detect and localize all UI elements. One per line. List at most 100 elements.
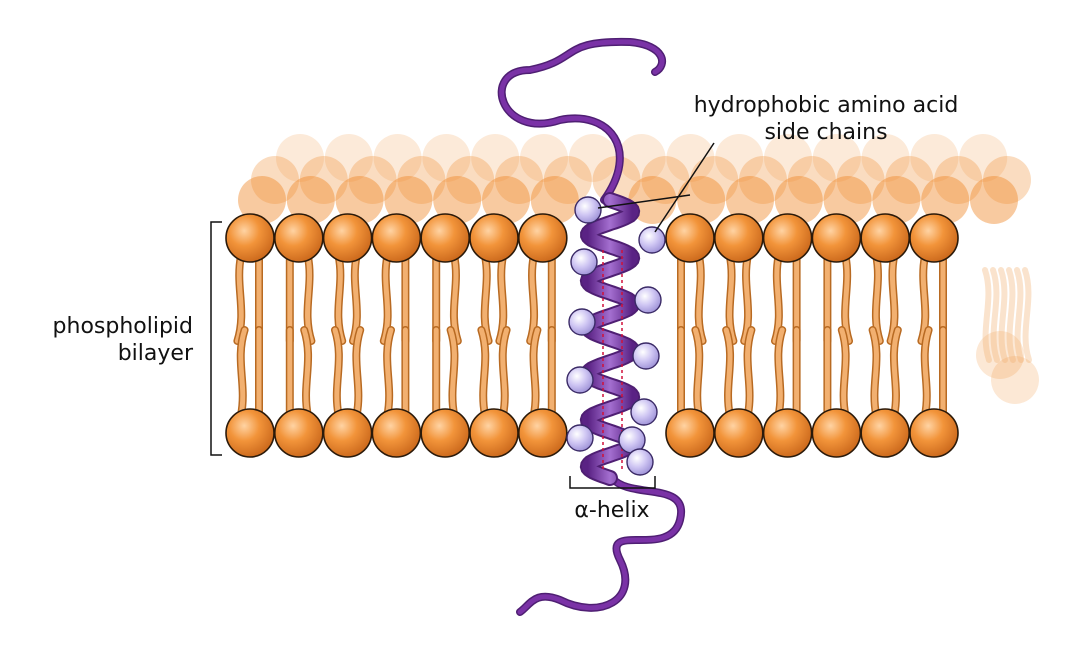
back-head-top <box>983 156 1031 204</box>
side-chain-right <box>632 342 660 370</box>
back-head-top <box>690 156 739 204</box>
tail-top <box>527 253 537 344</box>
tail-bottom <box>839 327 849 418</box>
back-head-top <box>739 156 787 204</box>
tail-bottom <box>891 327 901 418</box>
back-head-top <box>238 176 286 224</box>
back-head-top <box>959 134 1008 182</box>
back-head-top <box>970 176 1018 224</box>
protein-loop-bottom <box>517 475 684 615</box>
alpha-helix <box>497 37 686 616</box>
helix-ribbon <box>581 194 639 484</box>
back-tail <box>998 267 1008 363</box>
bilayer-label-line1: phospholipid <box>52 314 193 339</box>
back-head-top <box>910 134 959 182</box>
back-head-top <box>433 176 482 224</box>
back-head-top <box>872 176 921 224</box>
tail-top <box>842 253 852 344</box>
tail-top <box>451 253 461 344</box>
lipid-head-bottom <box>517 408 568 458</box>
back-head-top <box>934 156 983 204</box>
tail-bottom <box>332 327 342 418</box>
tail-bottom <box>531 327 540 418</box>
tail-top <box>727 253 736 344</box>
back-head-top <box>373 134 422 182</box>
tail-top <box>381 253 391 344</box>
lipid-head-top <box>273 213 324 263</box>
side-chain-right <box>634 286 662 314</box>
tail-bottom <box>692 327 702 418</box>
back-head-top <box>348 156 397 204</box>
tail-top <box>918 253 928 344</box>
tail-top <box>305 253 314 344</box>
lipid-heads <box>225 213 959 458</box>
back-head-top <box>666 134 715 182</box>
side-chains-label-line2: side chains <box>764 120 888 145</box>
lipid-head-top <box>811 213 862 263</box>
lipid-head-bottom <box>273 408 324 458</box>
tail-top <box>873 253 883 344</box>
lipid-head-top <box>469 213 519 263</box>
back-head-top <box>677 176 726 224</box>
back-head-top <box>812 134 861 182</box>
tail-top <box>741 253 751 344</box>
lipid-head-bottom <box>762 408 813 458</box>
back-head-top <box>397 156 446 204</box>
tail-bottom <box>723 327 733 418</box>
back-head-top <box>568 134 617 182</box>
tail-top <box>234 253 244 344</box>
lipid-head-bottom <box>225 408 275 458</box>
tail-top <box>772 253 782 344</box>
back-tail <box>982 267 992 363</box>
side-chain-right <box>630 398 658 426</box>
lipid-head-bottom <box>860 408 911 458</box>
protein-loop-top <box>499 39 665 203</box>
back-head-top <box>921 176 970 224</box>
lipid-head-top <box>371 213 422 263</box>
back-head-top <box>286 176 335 224</box>
lipid-head-top <box>420 213 471 263</box>
side-chain-left <box>568 308 596 336</box>
back-head-top <box>422 134 471 182</box>
back-head-top <box>836 156 885 204</box>
back-head-top <box>726 176 774 224</box>
lipid-head-bottom <box>371 408 422 458</box>
tail-top <box>496 253 506 344</box>
tail-bottom <box>922 327 932 418</box>
side-chain-left <box>566 366 594 394</box>
side-chain-right <box>626 448 654 476</box>
lipid-head-bottom <box>713 408 764 458</box>
back-head-top <box>617 134 666 182</box>
annotations <box>210 142 715 489</box>
lipid-head-top <box>517 213 568 263</box>
tail-top <box>350 253 360 344</box>
back-head-bottom <box>976 331 1024 379</box>
lipid-head-bottom <box>469 408 519 458</box>
alpha-helix-label: α-helix <box>574 498 650 523</box>
back-tail <box>1006 267 1016 363</box>
back-head-top <box>495 156 543 204</box>
lipid-head-top <box>860 213 911 263</box>
tail-bottom <box>384 327 394 418</box>
back-head-top <box>384 176 433 224</box>
back-head-top <box>471 134 520 182</box>
back-head-top <box>530 176 579 224</box>
leader-line-2 <box>654 142 715 233</box>
tail-top <box>482 253 492 344</box>
side-chains-label-line1: hydrophobic amino acid <box>693 93 959 118</box>
tail-bottom <box>448 327 457 418</box>
lipid-head-bottom <box>420 408 471 458</box>
lipid-head-top <box>665 213 715 263</box>
tail-bottom <box>478 327 488 418</box>
bilayer-label-line2: bilayer <box>117 341 193 366</box>
lipid-head-top <box>909 213 959 263</box>
back-head-top <box>543 156 592 204</box>
back-head-top <box>641 156 690 204</box>
lipid-head-bottom <box>322 408 373 458</box>
back-head-top <box>299 156 348 204</box>
back-head-top <box>324 134 373 182</box>
tail-top <box>696 253 706 344</box>
tail-bottom <box>353 327 363 418</box>
side-chain-right <box>638 226 666 254</box>
